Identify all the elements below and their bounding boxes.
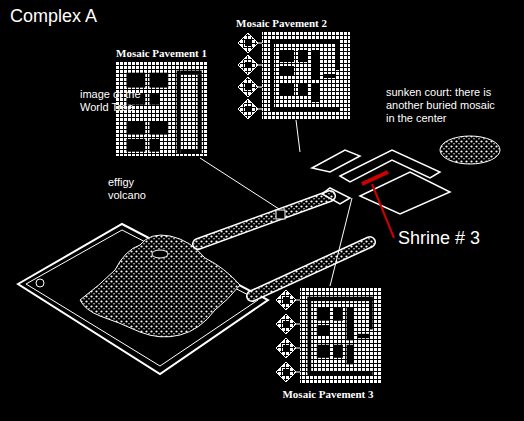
title: Complex A bbox=[10, 6, 97, 27]
mosaic-cutout bbox=[307, 297, 372, 301]
platform-notch bbox=[36, 279, 44, 287]
mosaic-cutout bbox=[358, 334, 369, 338]
court-wall bbox=[340, 150, 440, 182]
note: sunken court: there is another buried mo… bbox=[386, 86, 500, 126]
diamond-center bbox=[283, 297, 289, 303]
mosaic-field bbox=[262, 32, 350, 120]
mosaic-cutout bbox=[347, 308, 354, 341]
volcano-crater bbox=[152, 250, 168, 258]
diamond-link bbox=[258, 43, 262, 44]
shrine-pointer bbox=[372, 184, 394, 238]
mosaic-cutout bbox=[198, 75, 202, 150]
mosaic-cutout bbox=[280, 50, 294, 62]
mosaic-cutout bbox=[280, 66, 294, 76]
court-wall bbox=[322, 188, 350, 204]
mosaic-cutout bbox=[126, 122, 145, 135]
mosaic-diamond bbox=[238, 99, 258, 119]
callout: Shrine # 3 bbox=[398, 228, 518, 250]
platform-base bbox=[18, 224, 268, 374]
diamond-center bbox=[245, 62, 251, 68]
platform-edge bbox=[26, 230, 258, 366]
pavement-heading: Mosaic Pavement 1 bbox=[116, 46, 208, 60]
mosaic-pavement: Mosaic Pavement 3 bbox=[274, 288, 382, 401]
mosaic-cutout bbox=[280, 84, 294, 96]
diamond-link bbox=[258, 87, 262, 88]
mosaic-cutout bbox=[270, 40, 274, 110]
mosaic-cutout bbox=[126, 73, 145, 88]
mosaic-cutout bbox=[177, 71, 181, 154]
mosaic-cutout bbox=[312, 50, 320, 80]
mosaic-diamond bbox=[276, 314, 296, 334]
mosaic-cutout bbox=[270, 108, 340, 112]
court-wall bbox=[360, 172, 450, 214]
pavement-location bbox=[276, 210, 285, 219]
diamond-center bbox=[245, 40, 251, 46]
mosaic-cutout bbox=[126, 139, 145, 152]
mosaic-panel bbox=[274, 288, 382, 384]
diamond-link bbox=[296, 300, 300, 301]
mosaic-diamond bbox=[276, 338, 296, 358]
long-mound-fill bbox=[198, 196, 330, 244]
diamond-link bbox=[258, 65, 262, 66]
effigy-volcano bbox=[80, 235, 240, 337]
mosaic-cutout bbox=[317, 325, 330, 336]
mosaic-cutout bbox=[181, 71, 202, 75]
diamond-center bbox=[245, 84, 251, 90]
mosaic-cutout bbox=[324, 74, 336, 78]
diamond-center bbox=[283, 345, 289, 351]
mosaic-cutout bbox=[334, 345, 343, 358]
diamond-center bbox=[283, 321, 289, 327]
mosaic-cutout bbox=[312, 84, 320, 102]
mosaic-cutout bbox=[334, 308, 343, 321]
mosaic-cutout bbox=[336, 40, 340, 70]
leader-line bbox=[330, 198, 352, 286]
diamond-link bbox=[296, 348, 300, 349]
diamond-link bbox=[296, 324, 300, 325]
mosaic-cutout bbox=[149, 122, 168, 135]
mosaic-diamond bbox=[276, 362, 296, 382]
mosaic-cutout bbox=[149, 139, 159, 152]
diamond-center bbox=[283, 369, 289, 375]
pavement-heading: Mosaic Pavement 3 bbox=[274, 387, 382, 401]
mosaic-pavement: Mosaic Pavement 1 bbox=[116, 46, 208, 156]
mosaic-pavement: Mosaic Pavement 2 bbox=[236, 16, 350, 120]
long-mound-fill bbox=[252, 242, 370, 296]
mosaic-cutout bbox=[307, 371, 372, 375]
mosaic-diamond bbox=[276, 290, 296, 310]
mosaic-diamond bbox=[238, 55, 258, 75]
long-mound bbox=[252, 242, 370, 296]
note: image of the World Tree bbox=[80, 88, 144, 114]
mosaic-cutout bbox=[317, 345, 330, 358]
mosaic-panel bbox=[236, 32, 350, 120]
mosaic-cutout bbox=[307, 297, 311, 373]
mosaic-cutout bbox=[270, 40, 340, 44]
round-mound bbox=[440, 136, 500, 164]
mosaic-diamond bbox=[238, 33, 258, 53]
diamond-center bbox=[245, 106, 251, 112]
leader-line bbox=[296, 120, 300, 152]
leader-line bbox=[200, 158, 279, 209]
mosaic-cutout bbox=[369, 297, 373, 330]
shrine-marker bbox=[362, 172, 388, 184]
mosaic-cutout bbox=[181, 150, 202, 154]
mosaic-cutout bbox=[347, 345, 354, 365]
long-mound bbox=[198, 196, 330, 244]
note: effigy volcano bbox=[108, 176, 168, 202]
mosaic-diamond bbox=[238, 77, 258, 97]
pavement-heading: Mosaic Pavement 2 bbox=[236, 16, 350, 30]
mosaic-cutout bbox=[317, 308, 330, 321]
mosaic-cutout bbox=[298, 84, 308, 96]
diamond-link bbox=[258, 109, 262, 110]
court-wall bbox=[312, 150, 360, 172]
mosaic-field bbox=[300, 288, 382, 384]
diamond-link bbox=[296, 372, 300, 373]
mosaic-cutout bbox=[298, 50, 308, 62]
mosaic-cutout bbox=[149, 73, 168, 88]
mosaic-cutout bbox=[149, 94, 159, 105]
